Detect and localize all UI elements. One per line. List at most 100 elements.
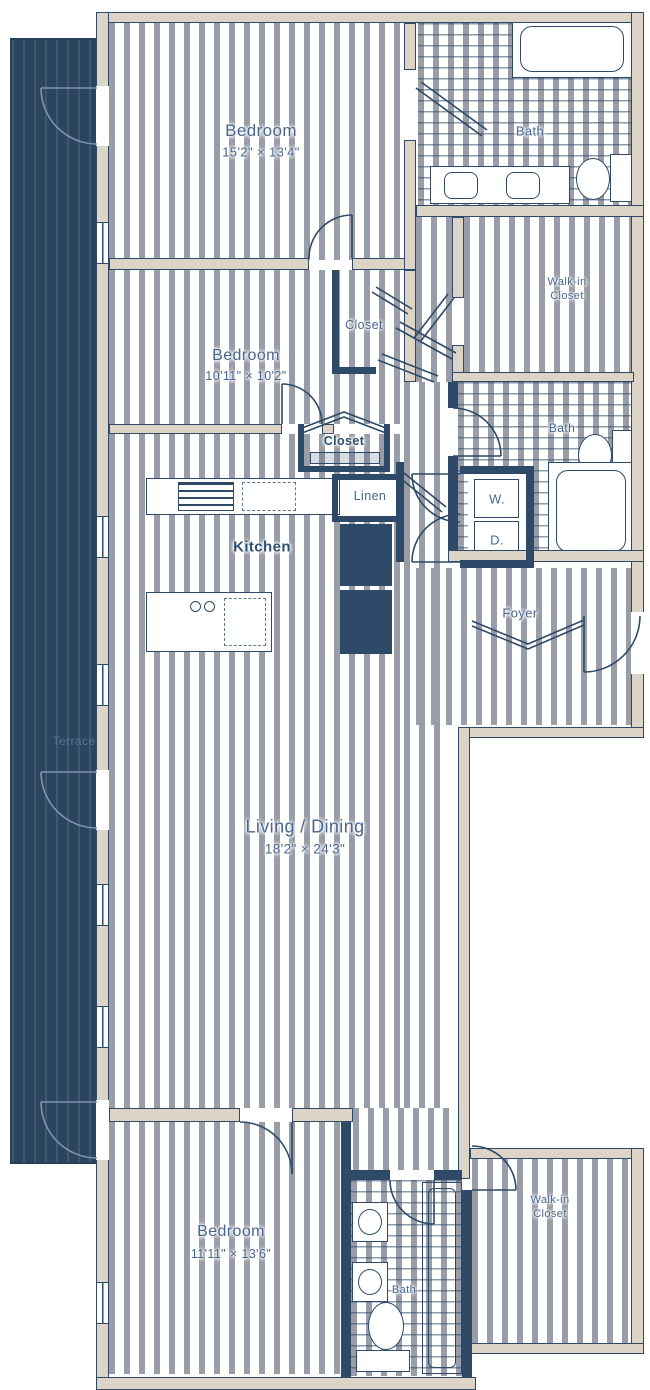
room-label-wic-top-line1: Walk-in [547,276,587,288]
wall [332,474,404,480]
room-dims-bedroom-2: 10'11" × 10'2" [205,369,287,383]
room-label-bedroom-1: Bedroom [225,121,297,140]
terrace-door-opening [96,86,109,146]
bathtub-basin [520,26,624,72]
island-sink-basin [204,601,215,612]
room-label-closet-bedroom-2: Closet [345,318,383,332]
window [97,1282,108,1324]
room-label-linen: Linen [353,489,387,503]
wall [448,456,458,558]
terrace-door-opening [96,770,109,830]
wall [458,727,470,1179]
door-diagonal [399,472,447,513]
washer-box [474,479,519,518]
wall [109,1108,240,1122]
washer-label: W. [489,491,505,507]
door-diagonal [371,286,413,315]
wall [341,1122,351,1378]
terrace-area [10,38,98,1164]
entry-door-arc [583,615,641,673]
terrace-door-opening [96,1100,109,1160]
closet-shelf [310,452,380,464]
window [97,222,108,264]
foyer-closet-door-lines [471,619,585,650]
wall [462,1190,472,1377]
wall [298,466,390,472]
door-arc [281,383,323,425]
room-label-bath-mid: Bath [548,421,576,435]
door-arc [389,1179,435,1225]
wall [396,462,404,562]
room-label-bedroom-2: Bedroom [212,347,280,364]
shower-enclosure [422,1182,462,1374]
terrace-door-arc [40,87,98,145]
wall [109,258,309,270]
terrace-door-arc [40,1101,98,1159]
room-dims-bedroom-3: 11'11" × 13'6" [190,1247,272,1261]
door-diagonal [377,353,439,383]
wall [351,1170,390,1180]
sink-basin [358,1269,382,1295]
bifold-door-lines [301,411,387,434]
room-dims-bedroom-1: 15'2" × 13'4" [222,144,300,160]
island-sink-faucet [190,601,201,612]
wall [434,1170,462,1180]
wall [452,372,634,382]
door-arc [411,473,461,523]
door-diagonal [415,81,488,137]
door-diagonal [413,293,455,343]
floor-hall [416,217,452,382]
dishwasher-dashed [242,482,296,511]
room-label-kitchen: Kitchen [233,538,291,556]
pantry-cabinet [340,590,392,654]
room-label-living-dining: Living / Dining [245,816,365,837]
wall [332,270,339,374]
door-arc [411,513,461,563]
range-cooktop [178,482,234,511]
room-label-wic-bottom-line1: Walk-in [530,1194,570,1206]
entry-door-opening [631,612,644,674]
wall [404,23,416,70]
wall [404,270,416,382]
wall [292,1108,353,1122]
island-overhang-dashed [224,598,266,646]
door-arc [239,1121,293,1175]
room-label-bedroom-3: Bedroom [197,1223,265,1240]
window [97,664,108,706]
wall [460,560,534,568]
sink-fixture [444,172,478,199]
wall [332,516,404,522]
wall [460,466,534,474]
room-label-closet-hall: Closet [323,434,365,448]
window [97,884,108,926]
terrace-door-arc [40,771,98,829]
toilet-bowl [576,158,610,200]
room-label-foyer: Foyer [502,605,538,621]
wall [416,205,644,217]
wall [298,424,304,472]
room-label-wic-top-line2: Closet [550,290,584,302]
wall [322,424,334,434]
room-label-bath-top: Bath [515,123,545,139]
wall [332,474,338,522]
wall [332,367,376,374]
wall [526,466,534,568]
door-arc [308,214,353,259]
room-label-terrace: Terrace [52,734,96,748]
room-label-bath-bottom: Bath [391,1284,417,1296]
window [97,516,108,558]
dryer-label: D. [490,532,504,548]
wall [404,140,416,270]
wall [109,424,282,434]
window [97,1006,108,1048]
door-arc [452,407,502,457]
sink-fixture [506,172,540,199]
door-diagonal [395,321,457,360]
toilet-bowl [368,1302,404,1350]
wall [384,424,390,472]
floor-bedroom-3 [109,1122,341,1374]
floor-hall-bottom [353,1108,458,1170]
wall [452,217,464,298]
